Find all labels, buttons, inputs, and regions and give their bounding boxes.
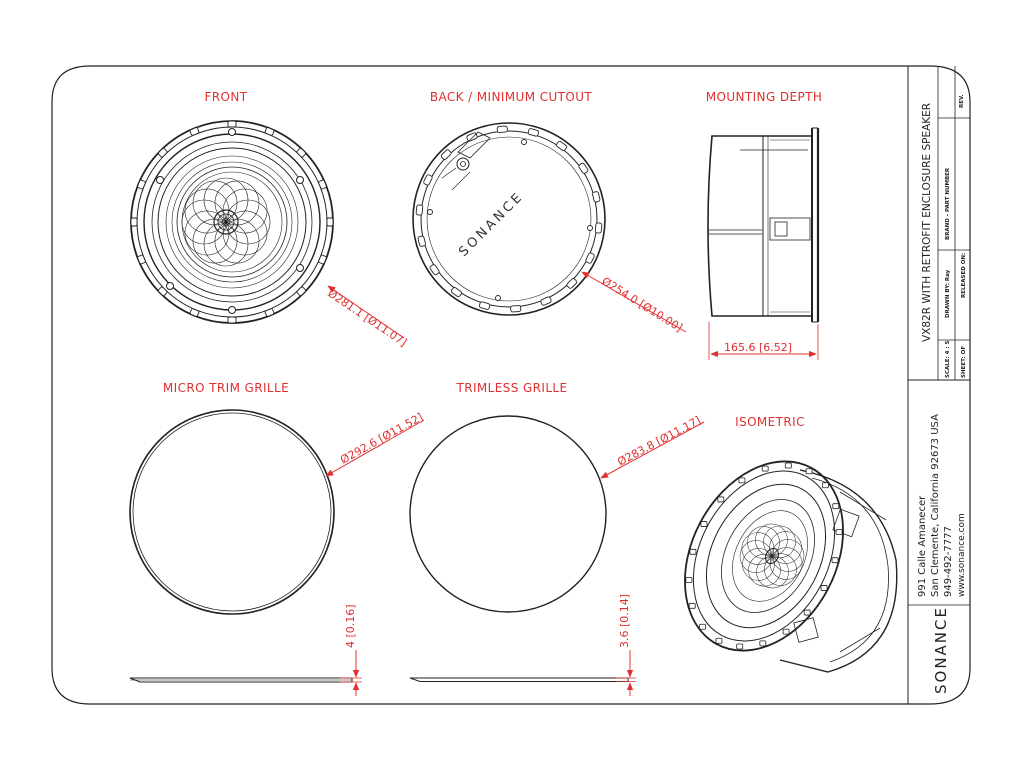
trimless-diameter-label: Ø283.8 [Ø11.17] bbox=[615, 414, 703, 469]
cutout-diameter-dimension: Ø254.0 [Ø10.00] bbox=[581, 271, 687, 335]
back-brand-text: SONANCE bbox=[456, 189, 527, 260]
title-block-part-number: BRAND - PART NUMBER bbox=[945, 167, 951, 240]
isometric-cone-pattern bbox=[739, 523, 805, 589]
title-block: VX82R WITH RETROFIT ENCLOSURE SPEAKER RE… bbox=[907, 66, 970, 704]
trimless-grille bbox=[409, 415, 607, 613]
micro-trim-thickness-dimension: 4 [0.16] bbox=[340, 604, 362, 696]
isometric-flange-tabs bbox=[685, 462, 843, 650]
title-block-scale: SCALE: 4 : 5 bbox=[945, 341, 951, 378]
title-block-title: VX82R WITH RETROFIT ENCLOSURE SPEAKER bbox=[921, 103, 933, 342]
front-diameter-dimension: Ø281.1 [Ø11.07] bbox=[325, 285, 409, 349]
micro-trim-grille bbox=[129, 409, 335, 615]
depth-view-title: MOUNTING DEPTH bbox=[706, 90, 823, 104]
front-view bbox=[130, 120, 334, 324]
sheet-border bbox=[51, 65, 971, 705]
title-block-released-on: RELEASED ON: bbox=[961, 253, 967, 298]
title-block-rev: REV. bbox=[959, 94, 965, 108]
isometric-view bbox=[684, 460, 898, 673]
sonance-logo: SONANCE bbox=[932, 606, 950, 694]
back-view: SONANCE bbox=[412, 122, 606, 316]
back-mounting-tabs bbox=[415, 125, 603, 313]
trimless-thickness-dimension: 3.6 [0.14] bbox=[616, 594, 636, 696]
side-view bbox=[707, 127, 820, 323]
depth-dimension: 165.6 [6.52] bbox=[708, 322, 819, 360]
micro-trim-diameter-dimension: Ø292.6 [Ø11.52] bbox=[325, 410, 425, 477]
front-diameter-label: Ø281.1 [Ø11.07] bbox=[325, 287, 409, 349]
trimless-profile bbox=[409, 677, 629, 682]
trimless-diameter-dimension: Ø283.8 [Ø11.17] bbox=[600, 414, 705, 479]
phone-number: 949-492-7777 bbox=[943, 526, 954, 597]
front-mounting-screws bbox=[130, 120, 334, 324]
website: www.sonance.com bbox=[957, 513, 967, 597]
micro-trim-diameter-label: Ø292.6 [Ø11.52] bbox=[338, 410, 425, 466]
micro-trim-view-title: MICRO TRIM GRILLE bbox=[163, 381, 289, 395]
front-view-title: FRONT bbox=[205, 90, 248, 104]
front-cone-pattern bbox=[181, 177, 271, 267]
trimless-view-title: TRIMLESS GRILLE bbox=[455, 381, 567, 395]
cutout-diameter-label: Ø254.0 [Ø10.00] bbox=[599, 275, 684, 335]
isometric-view-title: ISOMETRIC bbox=[735, 415, 805, 429]
address-line-1: 991 Calle Amanecer bbox=[917, 495, 928, 597]
micro-trim-thickness-label: 4 [0.16] bbox=[344, 604, 357, 648]
trimless-thickness-label: 3.6 [0.14] bbox=[618, 594, 631, 648]
title-block-drawn-by: DRAWN BY: Ray bbox=[945, 269, 951, 318]
title-block-sheet: SHEET: OF bbox=[961, 346, 967, 378]
back-view-title: BACK / MINIMUM CUTOUT bbox=[430, 90, 593, 104]
micro-trim-profile bbox=[129, 677, 353, 683]
depth-dimension-label: 165.6 [6.52] bbox=[724, 341, 792, 354]
address-line-2: San Clemente, California 92673 USA bbox=[930, 414, 941, 597]
